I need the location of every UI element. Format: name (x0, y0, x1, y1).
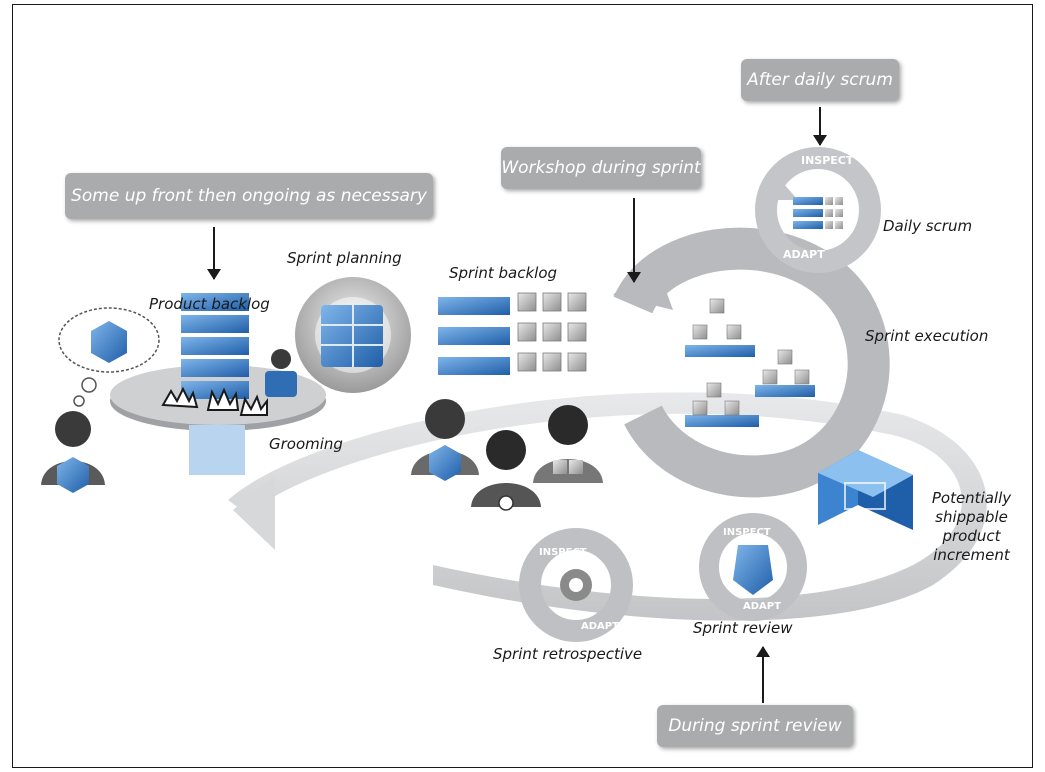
retro-inspect-label: INSPECT (539, 547, 587, 558)
daily-scrum-inspect-label: INSPECT (801, 154, 854, 167)
callout-during-review: During sprint review (657, 705, 853, 747)
scrum-diagram-canvas (41, 147, 987, 642)
sprint-review-cycle (699, 513, 807, 621)
label-sprint-execution: Sprint execution (865, 327, 989, 345)
arrow-to-product-backlog (207, 227, 221, 280)
label-sprint-review: Sprint review (693, 619, 793, 637)
thought-bubble (58, 307, 160, 407)
review-inspect-label: INSPECT (723, 527, 771, 538)
product-backlog-stack (181, 293, 249, 475)
diagram-frame: Some up front then ongoing as necessary … (12, 4, 1033, 768)
retro-adapt-label: ADAPT (581, 621, 619, 632)
product-owner-figure (41, 411, 105, 493)
sprint-execution-cycle (613, 227, 890, 498)
label-sprint-planning: Sprint planning (287, 249, 402, 267)
label-sprint-backlog: Sprint backlog (449, 264, 558, 282)
label-grooming: Grooming (269, 435, 343, 453)
callout-up-front: Some up front then ongoing as necessary (65, 173, 433, 219)
label-product-backlog: Product backlog (149, 295, 270, 313)
label-daily-scrum: Daily scrum (883, 217, 973, 235)
review-adapt-label: ADAPT (743, 601, 781, 612)
shippable-increment-cube (818, 450, 913, 530)
arrow-to-sprint-review (756, 646, 770, 703)
sprint-backlog-items (438, 292, 587, 375)
arrow-to-sprint-execution (627, 198, 641, 283)
daily-scrum-cycle (755, 147, 881, 273)
callout-after-daily-scrum: After daily scrum (741, 59, 899, 101)
label-potentially-shippable: Potentially shippable product increment (931, 489, 1012, 564)
label-sprint-retrospective: Sprint retrospective (493, 645, 643, 663)
callout-workshop: Workshop during sprint (501, 147, 701, 189)
arrow-to-daily-scrum (813, 107, 827, 146)
team-figures (411, 399, 603, 511)
grooming-hands-icon (161, 386, 268, 416)
grooming-person-icon (265, 349, 297, 397)
sprint-planning-cycle (295, 277, 411, 393)
sprint-retrospective-cycle (519, 528, 633, 642)
daily-scrum-adapt-label: ADAPT (783, 248, 825, 261)
